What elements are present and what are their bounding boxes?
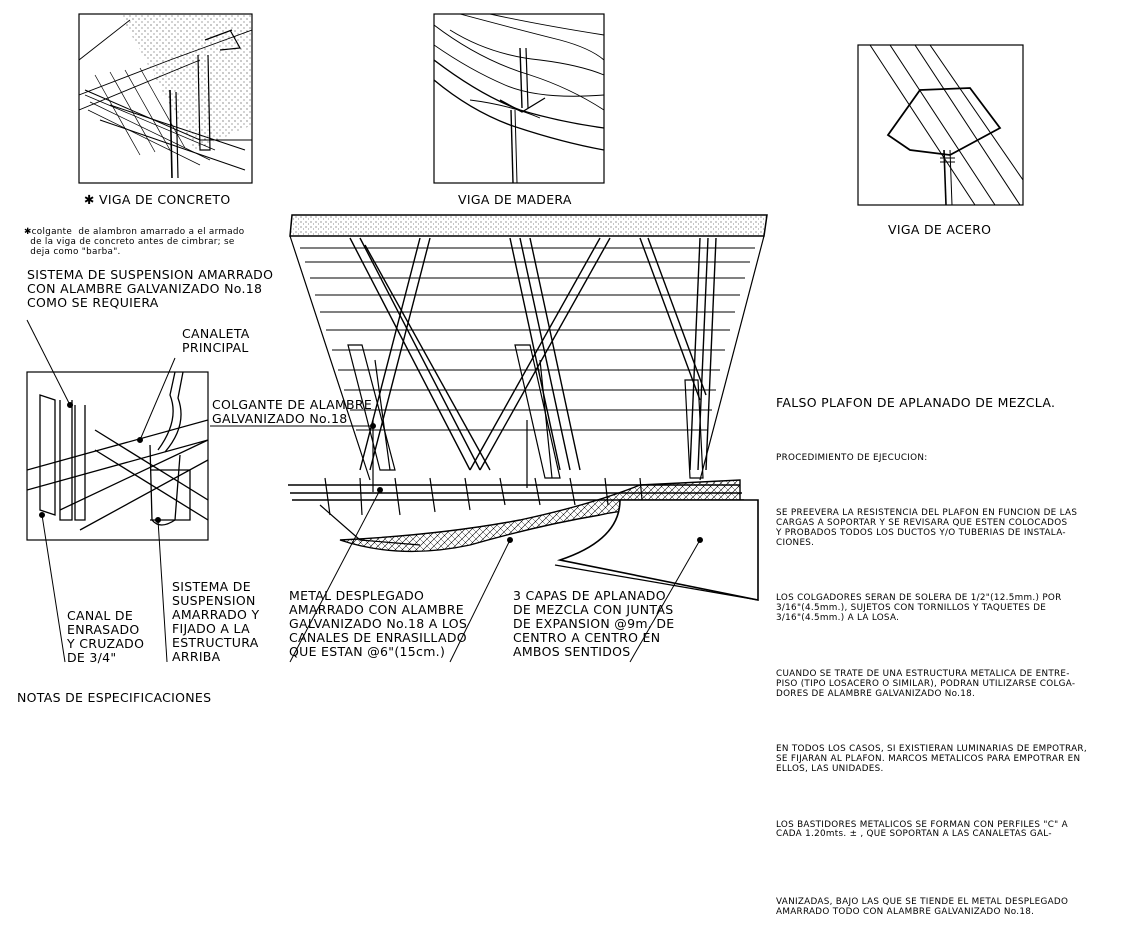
ceiling-assembly: [288, 214, 768, 601]
label-suspension-top: SISTEMA DE SUSPENSION AMARRADO CON ALAMB…: [27, 267, 274, 310]
detail-steel-beam: [857, 44, 1024, 206]
detail-concrete-beam: [78, 13, 253, 184]
spec-subtitle: PROCEDIMIENTO DE EJECUCION:: [776, 452, 928, 463]
spec-paragraph: LOS COLGADORES SERAN DE SOLERA DE 1/2"(1…: [776, 593, 1062, 624]
title-steel: VIGA DE ACERO: [888, 222, 992, 237]
title-concrete: ✱ VIGA DE CONCRETO: [84, 192, 231, 207]
spec-paragraph: EN TODOS LOS CASOS, SI EXISTIERAN LUMINA…: [776, 744, 1087, 774]
spec-paragraph: VANIZADAS, BAJO LAS QUE SE TIENDE EL MET…: [776, 897, 1069, 917]
detail-wood-beam: [433, 13, 605, 184]
spec-paragraph: SE PREEVERA LA RESISTENCIA DEL PLAFON EN…: [776, 508, 1078, 548]
spec-block: FALSO PLAFON DE APLANADO DE MEZCLA. PROC…: [776, 360, 1116, 936]
construction-drawing: [26, 13, 1024, 663]
label-colgante: COLGANTE DE ALAMBRE GALVANIZADO No.18: [212, 397, 373, 426]
label-sistema-bottom: SISTEMA DE SUSPENSION AMARRADO Y FIJADO …: [172, 579, 260, 664]
leader-lines: [26, 319, 703, 663]
spec-title: FALSO PLAFON DE APLANADO DE MEZCLA.: [776, 394, 1056, 410]
label-metal: METAL DESPLEGADO AMARRADO CON ALAMBRE GA…: [289, 588, 468, 659]
detail-canaleta: [26, 371, 209, 541]
label-capas: 3 CAPAS DE APLANADO DE MEZCLA CON JUNTAS…: [513, 588, 675, 659]
label-notas: NOTAS DE ESPECIFICACIONES: [17, 690, 212, 705]
label-canal: CANAL DE ENRASADO Y CRUZADO DE 3/4": [67, 608, 145, 665]
label-canaleta: CANALETA PRINCIPAL: [182, 326, 250, 355]
spec-paragraph: LOS BASTIDORES METALICOS SE FORMAN CON P…: [776, 819, 1068, 840]
title-wood: VIGA DE MADERA: [458, 192, 572, 207]
note-star: ✱colgante de alambron amarrado a el arma…: [24, 227, 245, 257]
spec-paragraph: CUANDO SE TRATE DE UNA ESTRUCTURA METALI…: [776, 668, 1076, 699]
